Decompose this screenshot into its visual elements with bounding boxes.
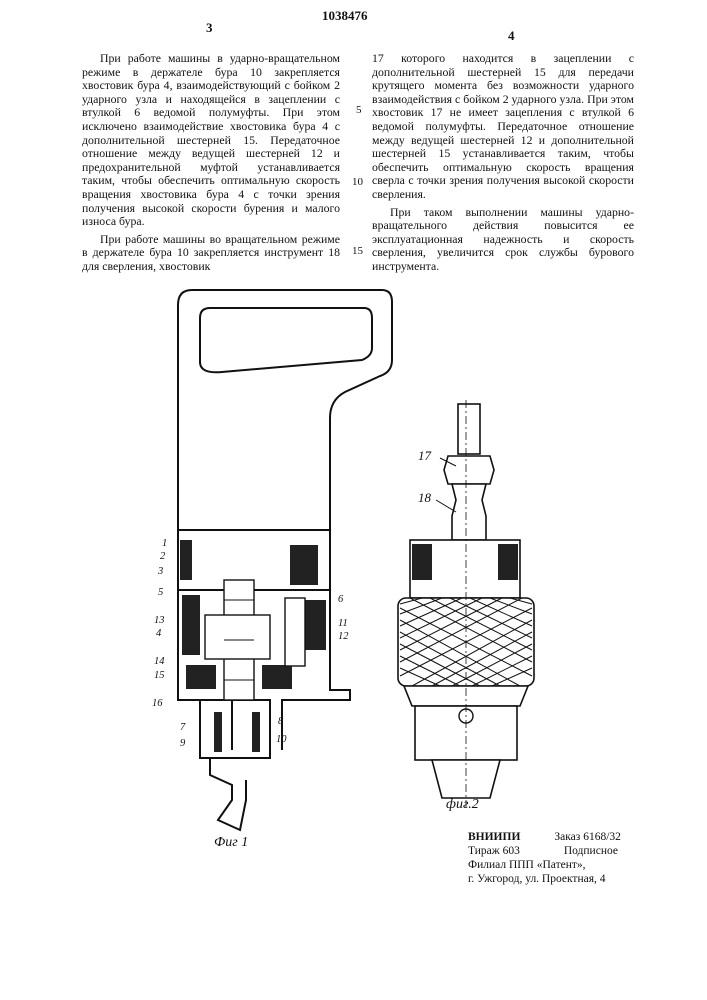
imprint-subscription: Подписное <box>564 844 618 858</box>
figure-2-caption: фиг.2 <box>446 797 479 813</box>
imprint-address: г. Ужгород, ул. Проектная, 4 <box>468 872 621 886</box>
part-label: 18 <box>418 490 431 506</box>
imprint-order: Заказ 6168/32 <box>554 830 621 844</box>
part-label: 17 <box>418 448 431 464</box>
imprint-branch: Филиал ППП «Патент», <box>468 858 621 872</box>
imprint-block: ВНИИПИ Заказ 6168/32 Тираж 603 Подписное… <box>468 830 621 886</box>
imprint-print-run: Тираж 603 <box>468 844 520 858</box>
imprint-org: ВНИИПИ <box>468 830 520 844</box>
